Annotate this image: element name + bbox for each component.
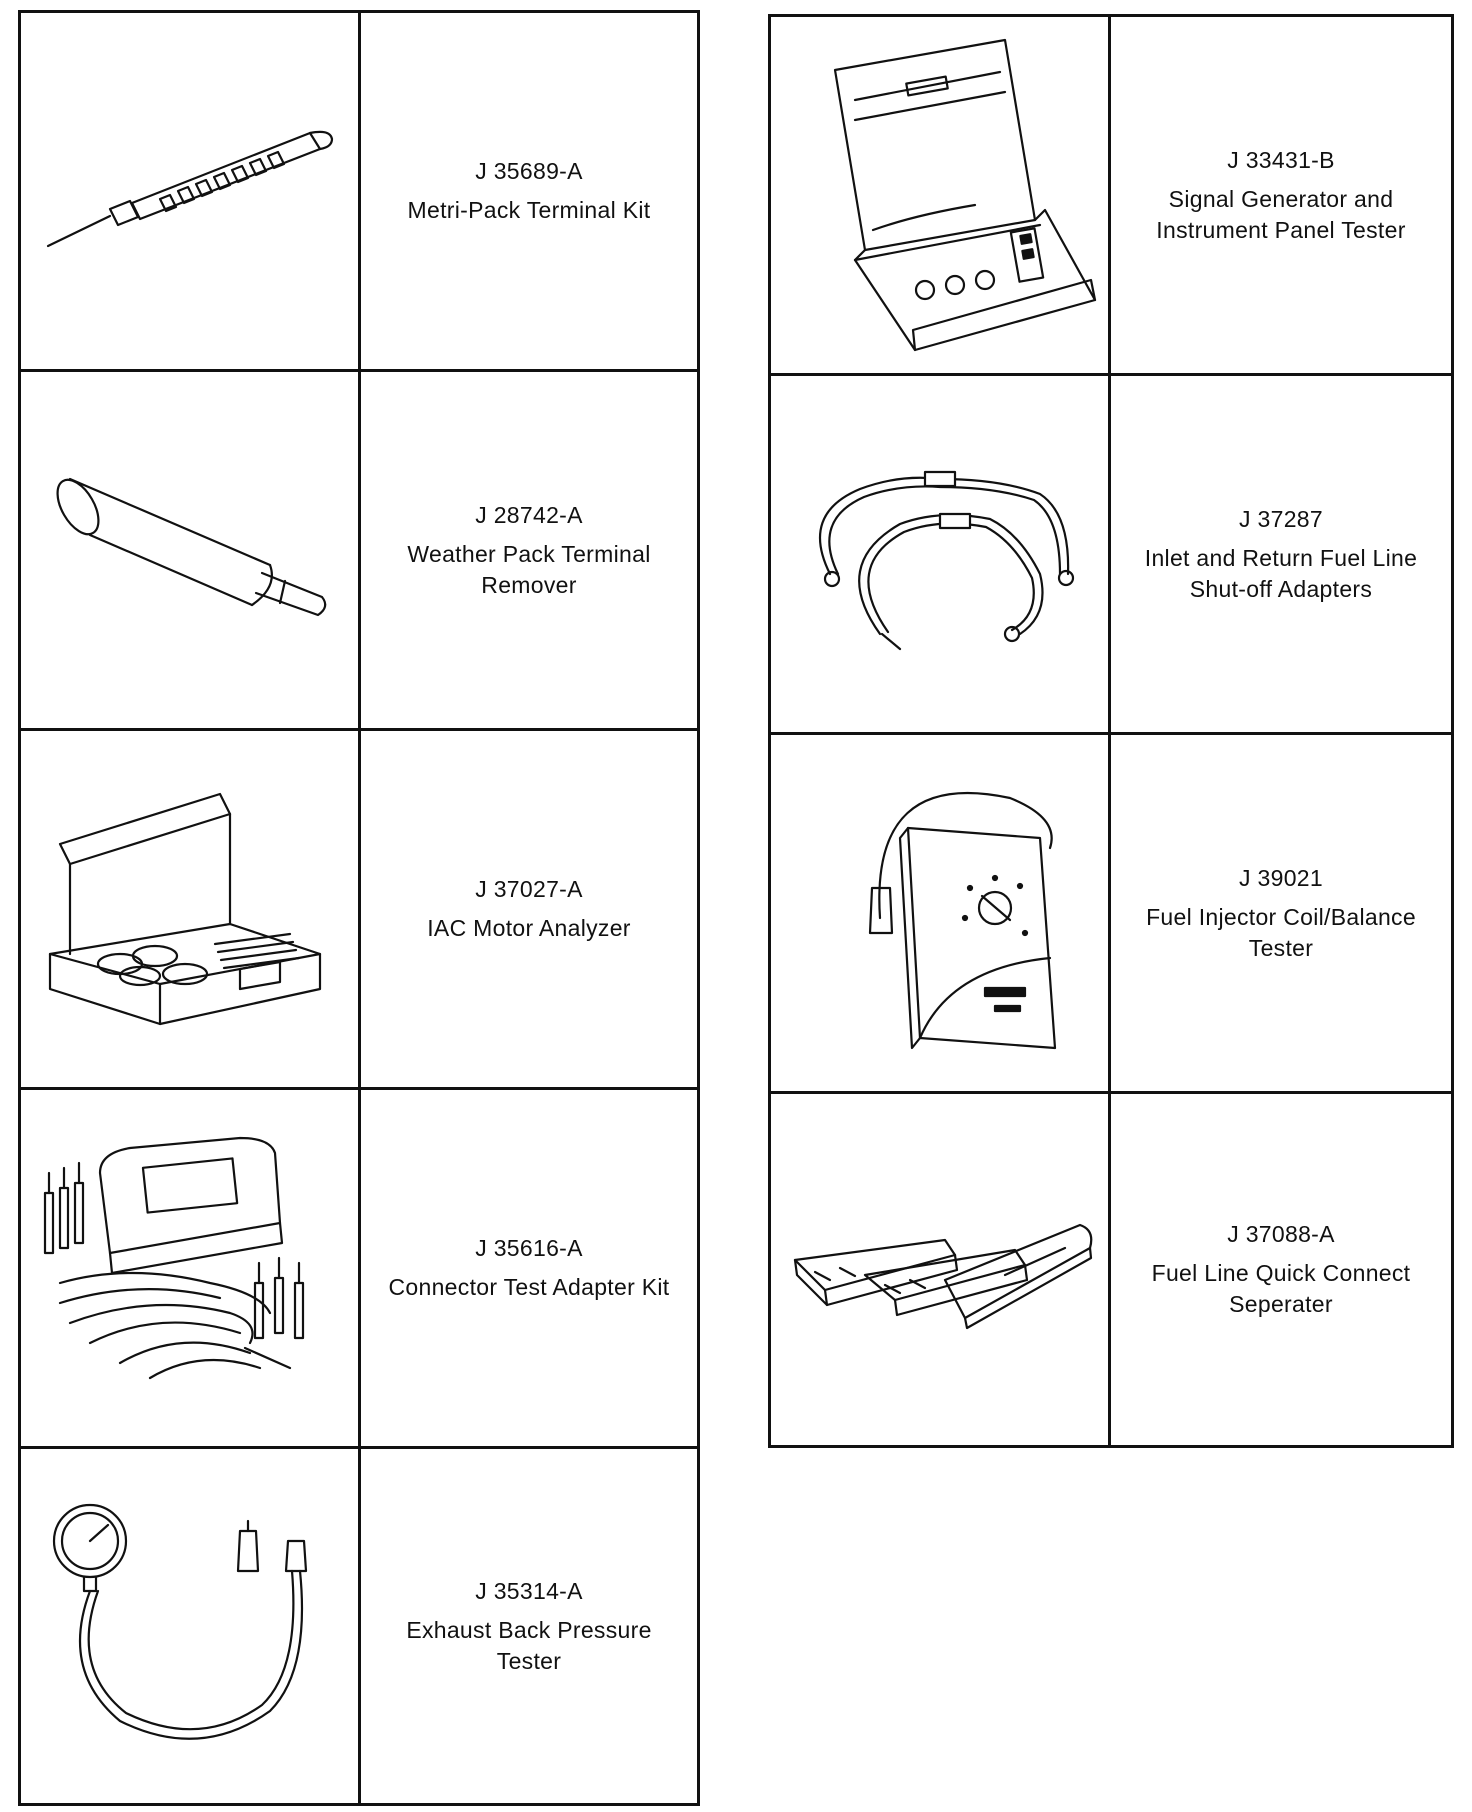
tool-number: J 37027-A	[475, 876, 583, 902]
tool-number: J 37287	[1239, 505, 1323, 532]
tool-description: J 28742-A Weather Pack Terminal Remover	[361, 372, 697, 728]
pressure-gauge-hose-illustration	[21, 1449, 361, 1803]
tool-name: Fuel Line Quick Connect Seperater	[1151, 1260, 1411, 1317]
tool-row: J 37287 Inlet and Return Fuel Line Shut-…	[771, 376, 1451, 732]
tool-table-left: J 35689-A Metri-Pack Terminal Kit J 2874…	[18, 10, 700, 1806]
iac-motor-analyzer-case-illustration	[21, 731, 361, 1087]
tool-row: J 37027-A IAC Motor Analyzer	[21, 731, 697, 1087]
tool-description: J 37027-A IAC Motor Analyzer	[361, 731, 697, 1087]
tool-row: J 39021 Fuel Injector Coil/Balance Teste…	[771, 735, 1451, 1091]
tool-number: J 35689-A	[475, 158, 583, 184]
tool-number: J 35314-A	[475, 1577, 583, 1604]
tool-row: J 28742-A Weather Pack Terminal Remover	[21, 372, 697, 728]
quick-connect-separator-illustration	[771, 1094, 1111, 1445]
fuel-line-adapters-illustration	[771, 376, 1111, 732]
tool-number: J 37088-A	[1227, 1221, 1335, 1247]
metri-pack-terminal-tool-illustration	[21, 13, 361, 369]
tool-name: Fuel Injector Coil/Balance Tester	[1146, 903, 1416, 961]
tool-name: Exhaust Back Pressure Tester	[406, 1616, 652, 1674]
injector-tester-box-illustration	[771, 735, 1111, 1091]
tool-description: J 35314-A Exhaust Back Pressure Tester	[361, 1449, 697, 1803]
tool-description: J 35616-A Connector Test Adapter Kit	[361, 1090, 697, 1446]
tool-description: J 37287 Inlet and Return Fuel Line Shut-…	[1111, 376, 1451, 732]
signal-generator-case-illustration	[771, 17, 1111, 373]
tool-row: J 33431-B Signal Generator and Instrumen…	[771, 17, 1451, 373]
tool-description: J 39021 Fuel Injector Coil/Balance Teste…	[1111, 735, 1451, 1091]
tool-number: J 35616-A	[475, 1235, 583, 1261]
tool-number: J 33431-B	[1227, 146, 1335, 173]
tool-name: Weather Pack Terminal Remover	[407, 540, 651, 598]
weather-pack-remover-illustration	[21, 372, 361, 728]
tool-row: J 35689-A Metri-Pack Terminal Kit	[21, 13, 697, 369]
tool-name: Metri-Pack Terminal Kit	[407, 197, 651, 223]
tool-number: J 28742-A	[475, 501, 583, 528]
tool-name: IAC Motor Analyzer	[427, 915, 631, 941]
tool-description: J 35689-A Metri-Pack Terminal Kit	[361, 13, 697, 369]
tool-name: Connector Test Adapter Kit	[388, 1274, 670, 1300]
tool-name: Inlet and Return Fuel Line Shut-off Adap…	[1144, 544, 1418, 602]
tool-row: J 35314-A Exhaust Back Pressure Tester	[21, 1449, 697, 1803]
tool-number: J 39021	[1239, 864, 1323, 891]
tool-name: Signal Generator and Instrument Panel Te…	[1156, 185, 1406, 243]
tool-description: J 33431-B Signal Generator and Instrumen…	[1111, 17, 1451, 373]
tool-row: J 35616-A Connector Test Adapter Kit	[21, 1090, 697, 1446]
tool-description: J 37088-A Fuel Line Quick Connect Sepera…	[1111, 1094, 1451, 1445]
connector-test-adapter-kit-illustration	[21, 1090, 361, 1446]
tool-table-right: J 33431-B Signal Generator and Instrumen…	[768, 14, 1454, 1448]
tool-row: J 37088-A Fuel Line Quick Connect Sepera…	[771, 1094, 1451, 1445]
